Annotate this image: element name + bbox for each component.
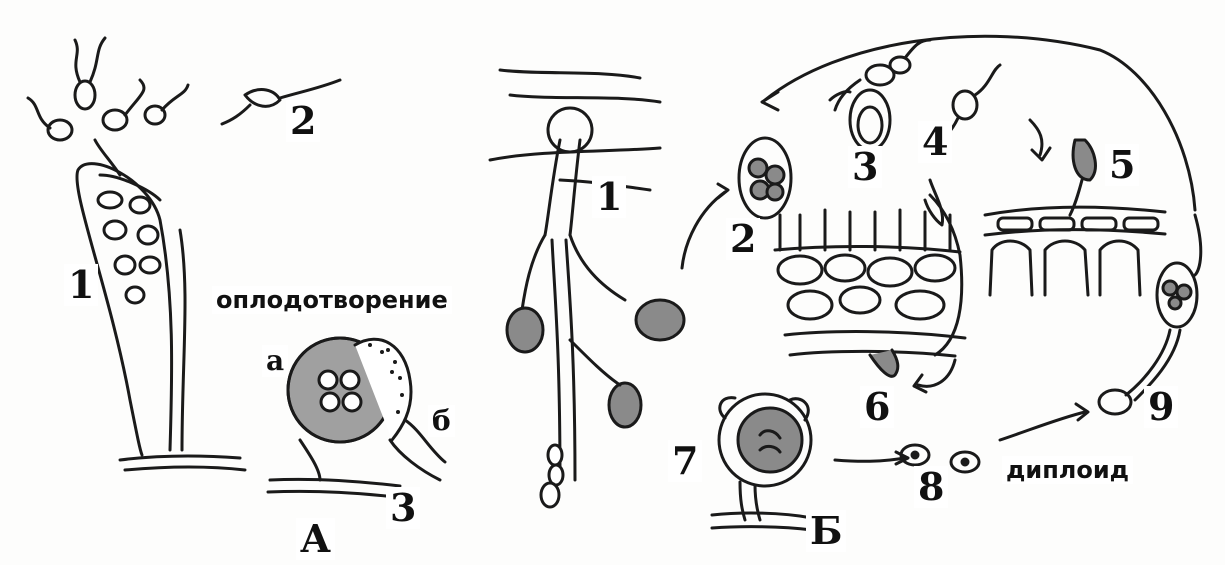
label-b-6: 6	[860, 386, 894, 428]
label-a-2: 2	[286, 100, 320, 142]
label-b-7: 7	[668, 440, 702, 482]
label-a-3: 3	[386, 487, 420, 529]
label-b-2: 2	[726, 218, 760, 260]
panel-b-host-tissue	[775, 180, 965, 392]
label-panel-b: Б	[806, 510, 846, 552]
label-fertilization: оплодотворение	[212, 286, 452, 314]
label-b-8: 8	[914, 466, 948, 508]
label-panel-a: А	[296, 518, 335, 560]
label-a-a: а	[262, 345, 288, 377]
label-diploid: диплоид	[1002, 456, 1133, 484]
panel-b-mycelium	[490, 70, 684, 507]
label-b-3: 3	[848, 146, 882, 188]
label-b-9: 9	[1144, 386, 1178, 428]
label-a-1: 1	[64, 264, 98, 306]
label-b-1: 1	[592, 176, 626, 218]
label-a-b: б	[428, 405, 455, 437]
panel-a-zoospore	[222, 80, 340, 124]
label-b-4: 4	[918, 121, 952, 163]
panel-a-oogonium	[268, 338, 445, 498]
label-b-5: 5	[1105, 144, 1139, 186]
panel-a-sporangium	[28, 38, 245, 470]
